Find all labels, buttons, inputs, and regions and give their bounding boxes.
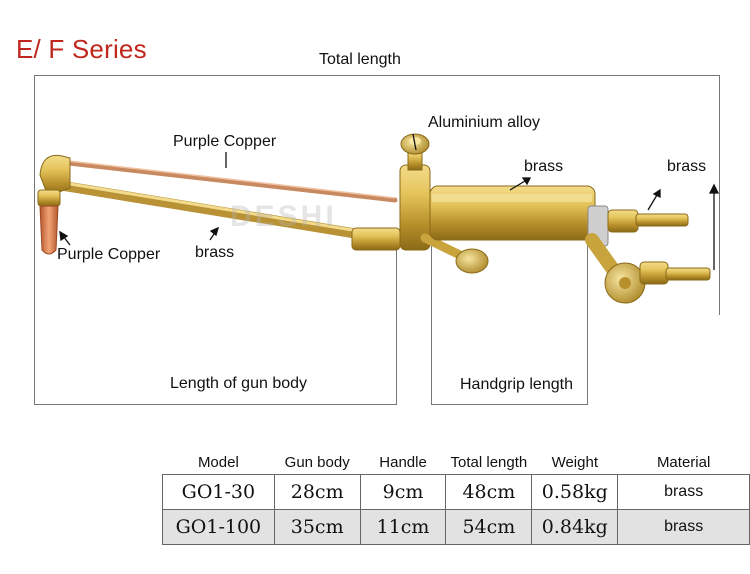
handgrip-right-line <box>587 240 588 405</box>
label-aluminium-alloy: Aluminium alloy <box>428 114 541 131</box>
spec-table: Model Gun body Handle Total length Weigh… <box>162 450 750 545</box>
cell-material: brass <box>617 509 750 545</box>
total-length-right-line <box>719 75 720 315</box>
cell-model: GO1-30 <box>162 474 275 510</box>
torch-head <box>39 154 71 197</box>
welding-torch-illustration <box>37 133 720 304</box>
header-handle: Handle <box>379 453 427 471</box>
gun-body-bottom-line <box>34 404 396 405</box>
lower-valve-knob <box>455 248 489 274</box>
header-material: Material <box>656 453 711 471</box>
cell-material: brass <box>617 474 750 510</box>
label-brass-tube: brass <box>195 244 235 261</box>
table-header-row: Model Gun body Handle Total length Weigh… <box>163 450 750 475</box>
cell-total-length: 48cm <box>445 474 533 510</box>
label-purple-copper-tip: Purple Copper <box>57 246 161 263</box>
gun-body-right-line <box>396 250 397 405</box>
label-brass-body: brass <box>524 158 564 175</box>
cell-total-length: 54cm <box>445 509 533 545</box>
cell-weight: 0.58kg <box>531 474 619 510</box>
cell-model: GO1-100 <box>162 509 275 545</box>
cell-gun-body: 28cm <box>273 474 361 510</box>
cell-gun-body: 35cm <box>273 509 361 545</box>
total-length-top-line <box>34 75 720 76</box>
label-brass-right: brass <box>667 158 707 175</box>
brass-tube <box>53 180 400 245</box>
cell-handle: 11cm <box>359 509 447 545</box>
label-handgrip-length: Handgrip length <box>460 376 573 393</box>
total-length-left-line <box>34 75 35 405</box>
header-weight: Weight <box>551 453 598 471</box>
copper-pipe <box>57 159 398 203</box>
watermark: DESHI <box>230 200 337 233</box>
handgrip-left-line <box>431 240 432 405</box>
cell-weight: 0.84kg <box>531 509 619 545</box>
table-row: GO1-30 28cm 9cm 48cm 0.58kg brass <box>162 474 750 510</box>
cell-handle: 9cm <box>359 474 447 510</box>
series-title: E/ F Series <box>16 34 147 64</box>
handgrip-bottom-line <box>431 404 588 405</box>
header-gun-body: Gun body <box>284 453 350 471</box>
label-total-length: Total length <box>319 51 401 68</box>
copper-tip <box>39 205 59 255</box>
header-total-length: Total length <box>450 453 528 471</box>
label-purple-copper-pipe: Purple Copper <box>173 133 277 150</box>
label-gun-body-length: Length of gun body <box>170 375 308 392</box>
header-model: Model <box>197 453 239 471</box>
table-row: GO1-100 35cm 11cm 54cm 0.84kg brass <box>162 509 750 545</box>
